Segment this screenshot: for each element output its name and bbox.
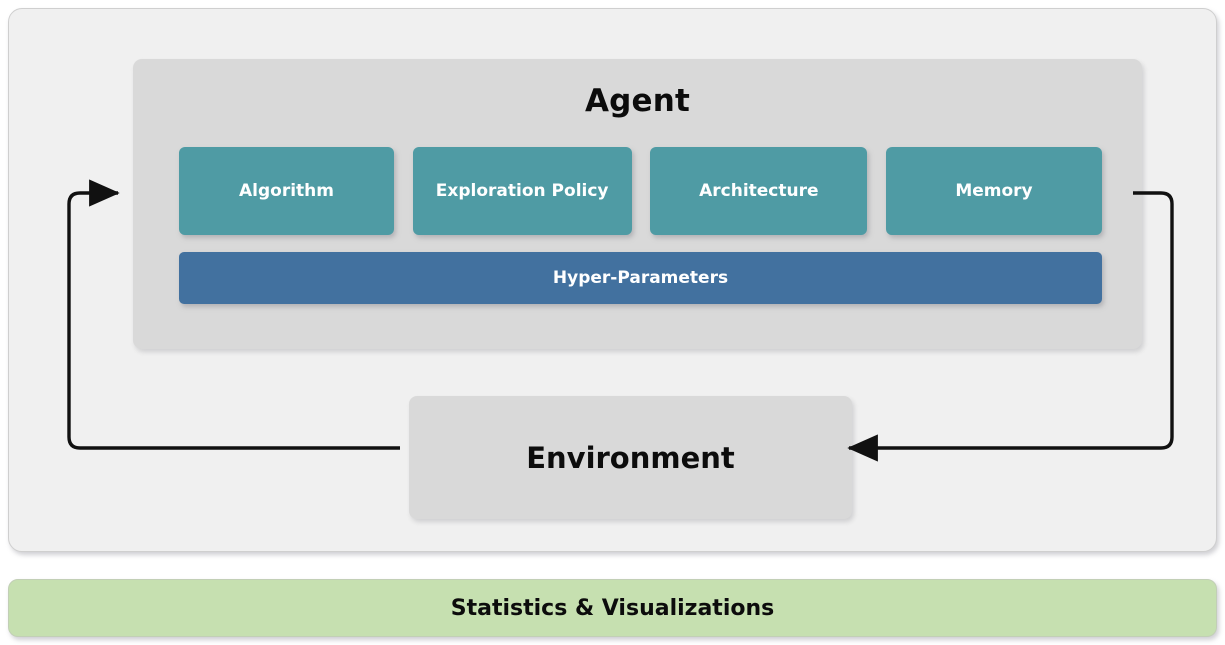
agent-component-label: Memory (955, 181, 1033, 201)
statistics-visualizations-label: Statistics & Visualizations (450, 595, 775, 621)
agent-component-exploration-policy[interactable]: Exploration Policy (412, 147, 632, 235)
agent-title: Agent (584, 83, 691, 119)
environment-box[interactable]: Environment (409, 396, 852, 519)
statistics-visualizations-bar[interactable]: Statistics & Visualizations (8, 579, 1217, 637)
agent-component-label: Architecture (699, 181, 819, 201)
environment-label: Environment (526, 440, 735, 475)
framework-panel: Agent Algorithm Exploration Policy Archi… (8, 8, 1217, 552)
agent-component-algorithm[interactable]: Algorithm (179, 147, 394, 235)
hyper-parameters-bar[interactable]: Hyper-Parameters (179, 252, 1102, 304)
hyper-parameters-label: Hyper-Parameters (552, 268, 729, 288)
agent-component-label: Exploration Policy (435, 181, 609, 201)
agent-components-row: Algorithm Exploration Policy Architectur… (179, 147, 1102, 235)
agent-component-architecture[interactable]: Architecture (650, 147, 868, 235)
agent-component-memory[interactable]: Memory (885, 147, 1102, 235)
agent-panel[interactable]: Agent Algorithm Exploration Policy Archi… (133, 59, 1142, 349)
agent-component-label: Algorithm (239, 181, 334, 201)
